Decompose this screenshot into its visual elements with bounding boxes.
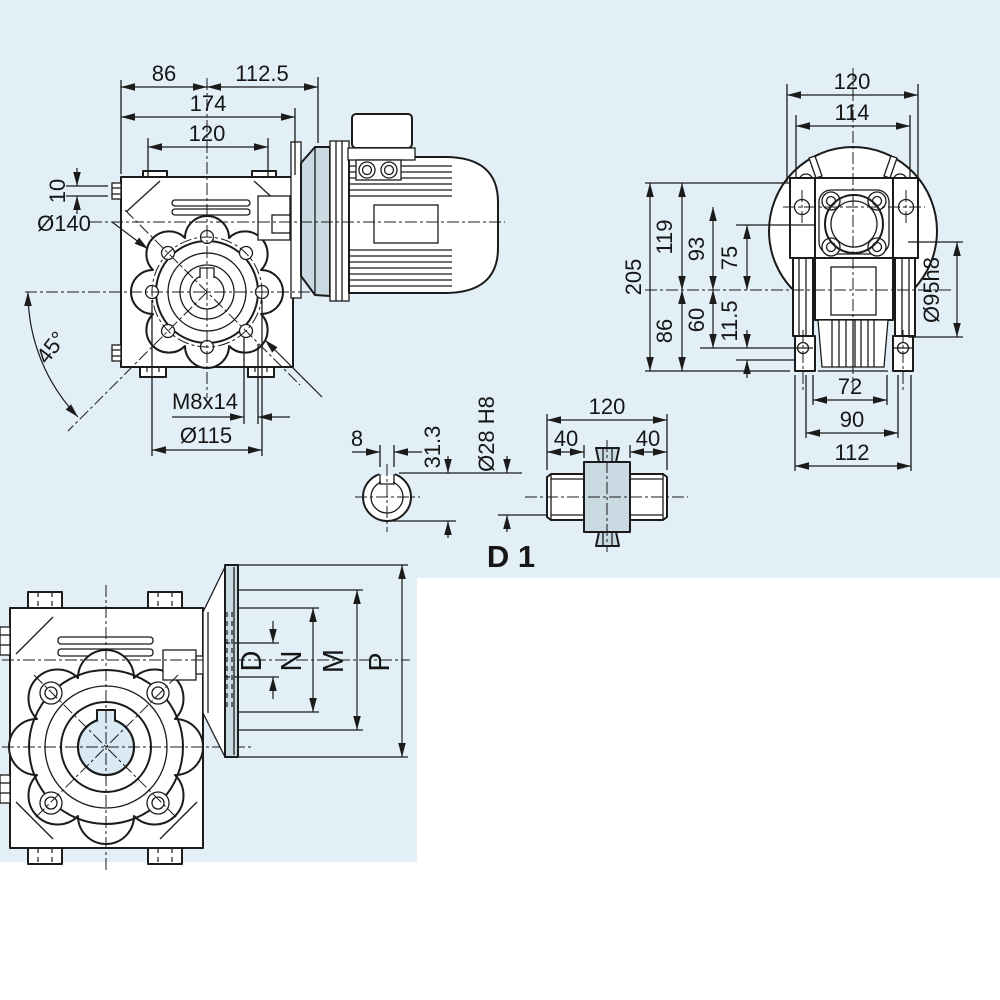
cooling-slot xyxy=(171,208,251,216)
cooling-slot xyxy=(171,199,251,207)
cable-gland xyxy=(358,161,376,179)
dim-11-5-label: 11.5 xyxy=(717,300,742,341)
dia-95h8-label: Ø95h8 xyxy=(919,257,944,323)
input-cover-box xyxy=(162,649,197,681)
output-flange-view: D N M P xyxy=(0,564,410,872)
dim-119-label: 119 xyxy=(652,219,677,254)
dim-86-side-label: 86 xyxy=(652,319,677,343)
dia-140-label: Ø140 xyxy=(37,211,91,236)
locating-pin xyxy=(808,155,823,179)
dia140-leader xyxy=(111,221,149,250)
flange-dim-p-label: P xyxy=(364,652,396,671)
bore-28h8-label: Ø28 H8 xyxy=(474,396,499,472)
shaft-end-40-right-label: 40 xyxy=(636,426,660,451)
shaft-end-40-left-label: 40 xyxy=(554,426,578,451)
thread-m8x14-label: M8x14 xyxy=(172,389,238,414)
dim-93-label: 93 xyxy=(684,237,709,261)
variant-d1-label: D 1 xyxy=(487,539,535,574)
dim-112-5-label: 112.5 xyxy=(235,61,288,86)
dia-115-label: Ø115 xyxy=(180,423,232,448)
flange-dim-d-label: D xyxy=(236,651,268,672)
front-view-with-motor: 86 112.5 174 120 10 Ø140 45° M8x14 Ø115 xyxy=(24,61,505,456)
angle-arc xyxy=(24,291,79,418)
pilot-bore xyxy=(824,194,884,254)
key-width-8-label: 8 xyxy=(351,426,363,451)
dim-120-top-label: 120 xyxy=(834,69,871,94)
dim-112-label: 112 xyxy=(834,440,869,465)
shaft-length-120-label: 120 xyxy=(589,394,626,419)
dim-205-label: 205 xyxy=(621,259,646,296)
flange-dim-n-label: N xyxy=(276,651,308,672)
flange-dim-m-label: M xyxy=(318,649,350,673)
dim-72-label: 72 xyxy=(838,374,862,399)
dim-86-label: 86 xyxy=(152,61,176,86)
dim-120-label: 120 xyxy=(189,121,226,146)
rear-side-view: 120 114 205 119 86 93 60 75 11.5 Ø95h8 7… xyxy=(621,68,963,471)
motor-nameplate xyxy=(373,204,439,244)
dim-174-label: 174 xyxy=(190,91,227,116)
keyway-large xyxy=(96,709,116,721)
dim-114-label: 114 xyxy=(834,100,869,125)
dim-60-label: 60 xyxy=(684,308,709,332)
keyway-section xyxy=(379,474,395,485)
dim-90-label: 90 xyxy=(840,407,864,432)
terminal-box xyxy=(351,113,413,149)
shaft-detail-view: 8 31.3 Ø28 H8 120 40 40 D 1 xyxy=(351,394,688,574)
angle-leader xyxy=(264,339,323,398)
dim-10-label: 10 xyxy=(45,179,70,203)
key-depth-31-3-label: 31.3 xyxy=(420,426,445,469)
cable-gland xyxy=(380,161,398,179)
dim-75-label: 75 xyxy=(717,246,742,270)
